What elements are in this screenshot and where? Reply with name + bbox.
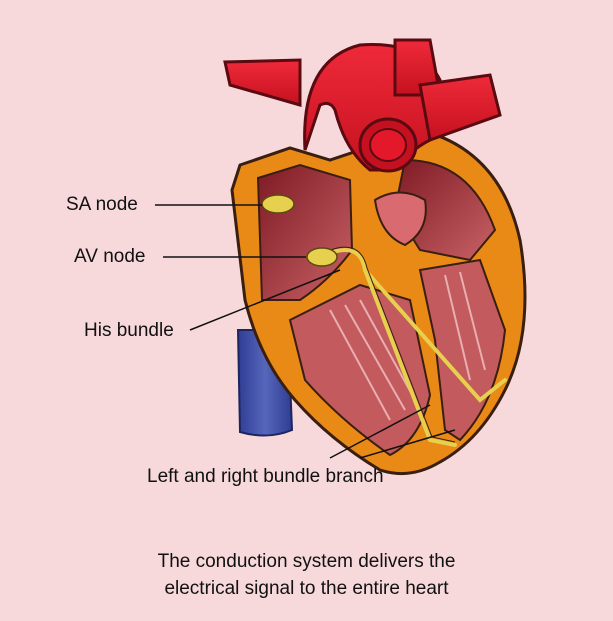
sa-node <box>261 194 295 214</box>
caption-line-2: electrical signal to the entire heart <box>164 578 449 599</box>
aorta-branch-left <box>223 58 302 107</box>
label-his-bundle: His bundle <box>84 320 174 341</box>
caption: The conduction system delivers the elect… <box>0 548 613 602</box>
label-sa-node: SA node <box>66 194 138 215</box>
valve <box>373 191 427 247</box>
papillary-muscles <box>329 271 486 421</box>
label-bundle-branch: Left and right bundle branch <box>147 466 384 487</box>
leader-lines <box>155 204 456 459</box>
caption-line-1: The conduction system delivers the <box>157 551 456 572</box>
pulmonary-artery <box>418 73 502 143</box>
right-ventricle <box>288 283 432 457</box>
av-node <box>306 247 338 267</box>
left-atrium <box>393 158 497 262</box>
label-av-node: AV node <box>74 246 146 267</box>
